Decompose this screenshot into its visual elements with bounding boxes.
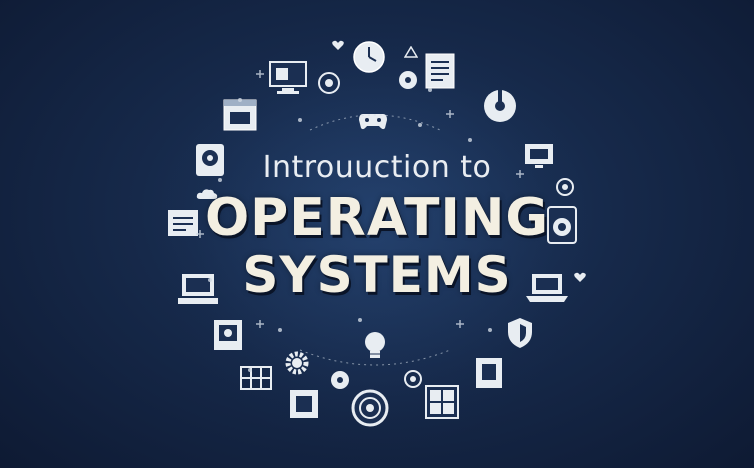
disk-drive-icon <box>398 70 418 90</box>
decorative-marks <box>196 70 532 372</box>
heart-icon <box>574 272 586 283</box>
heart-icon <box>332 40 344 51</box>
folder-icon <box>288 388 320 420</box>
clock-icon <box>352 40 386 74</box>
window-icon <box>222 98 258 132</box>
target-icon <box>350 388 390 428</box>
disk-drive-icon <box>482 88 518 124</box>
grid-icon <box>424 384 460 420</box>
cloud-icon <box>196 188 218 200</box>
document-icon <box>424 52 456 90</box>
disk-drive-icon <box>404 370 422 388</box>
triangle-icon <box>404 46 418 58</box>
hard-drive-icon <box>194 142 226 178</box>
device-icon <box>474 356 504 390</box>
monitor-icon <box>268 60 308 96</box>
speaker-icon <box>546 205 578 245</box>
laptop-icon <box>526 272 568 304</box>
disk-drive-icon <box>318 72 340 94</box>
game-controller-icon <box>358 110 388 132</box>
title-intro: Introuuction to <box>262 150 492 185</box>
terminal-icon <box>166 208 200 238</box>
desktop-computer-icon <box>178 272 218 306</box>
title-line-1: OPERATING <box>204 188 550 248</box>
lightbulb-icon <box>362 330 388 362</box>
monitor-icon <box>523 142 555 170</box>
title-line-2: SYSTEMS <box>242 246 512 304</box>
gear-icon <box>284 350 310 376</box>
hard-drive-icon <box>212 318 244 352</box>
disk-drive-icon <box>556 178 574 196</box>
shield-icon <box>506 316 534 350</box>
disk-drive-icon <box>330 370 350 390</box>
